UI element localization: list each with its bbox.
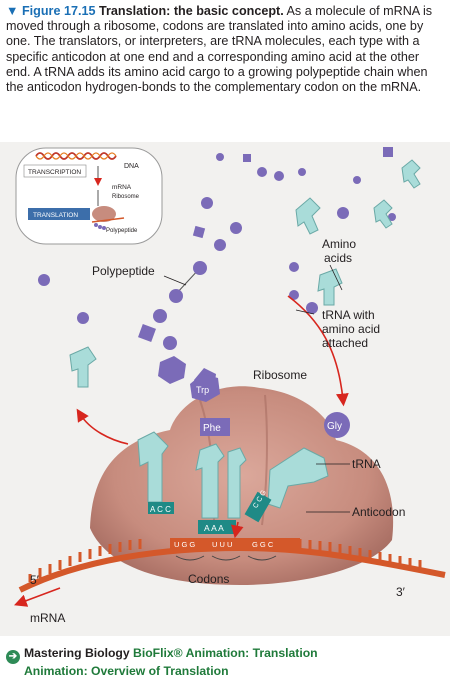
phe-label: Phe <box>203 423 221 434</box>
amino-acid <box>306 302 318 314</box>
amino-acid <box>337 207 349 219</box>
caption-body: As a molecule of mRNA is moved through a… <box>6 4 433 95</box>
amino-acid <box>216 153 224 161</box>
amino-acid <box>77 312 89 324</box>
amino-acid <box>243 154 251 162</box>
mrna-strand: U G G U U U G G C <box>18 538 446 593</box>
amino-acid <box>257 167 267 177</box>
mastering-brand: Mastering Biology <box>24 646 130 660</box>
trna-right: C C G Gly <box>244 412 350 523</box>
amino-acid <box>289 290 299 300</box>
trna-with-label-3: attached <box>322 336 368 350</box>
trp-label: Trp <box>196 385 209 395</box>
bioflix-link[interactable]: ➔ Mastering Biology BioFlix® Animation: T… <box>6 646 318 664</box>
inset-translation-label: TRANSLATION <box>33 212 78 219</box>
gly-amino-acid <box>324 412 350 438</box>
trna-middle: A A A Trp Phe <box>190 374 247 534</box>
figure-title: Translation: the basic concept. <box>98 4 284 18</box>
amino-acid <box>289 262 299 272</box>
amino-acid <box>298 168 306 176</box>
bioflix-translation-link[interactable]: BioFlix® Animation: Translation <box>133 646 318 660</box>
overview-inset: DNA TRANSCRIPTION mRNA Ribosome TRANSLAT… <box>15 147 163 245</box>
trna-left: A C C <box>137 431 174 514</box>
anticodon-label: Anticodon <box>352 505 405 519</box>
amino-acids-label-2: acids <box>324 251 352 265</box>
codon-3: G G C <box>252 540 274 549</box>
trna-free <box>295 197 321 235</box>
polypeptide-label: Polypeptide <box>92 264 155 278</box>
amino-acid <box>274 171 284 181</box>
inset-mrna-label: mRNA <box>112 184 132 191</box>
figure-caption: ▼ Figure 17.15 Translation: the basic co… <box>6 4 442 95</box>
amino-acid <box>201 197 213 209</box>
polypeptide-chain <box>138 261 216 394</box>
anticodon-left: A C C <box>150 505 171 514</box>
inset-transcription-label: TRANSCRIPTION <box>28 169 81 176</box>
trna-exiting <box>69 346 97 388</box>
five-prime-label: 5′ <box>30 573 40 587</box>
amino-acid <box>388 213 396 221</box>
inset-dna-label: DNA <box>124 163 139 170</box>
three-prime-label: 3′ <box>396 585 406 599</box>
trna-free <box>373 199 393 229</box>
inset-ribosome-label: Ribosome <box>112 194 140 200</box>
amino-acid <box>230 222 242 234</box>
amino-acids-label-1: Amino <box>322 237 356 251</box>
trp-amino-acid <box>190 374 220 402</box>
codons-label: Codons <box>188 572 229 586</box>
mrna-label: mRNA <box>30 611 65 625</box>
amino-acid <box>192 225 206 239</box>
anticodon-middle: A A A <box>204 523 224 533</box>
gly-label: Gly <box>327 421 342 432</box>
arrow-right-icon: ➔ <box>6 650 20 664</box>
ribosome <box>90 386 394 585</box>
ribosome-label: Ribosome <box>253 368 307 382</box>
amino-acid <box>214 239 226 251</box>
movement-arrows <box>14 295 349 607</box>
amino-acid <box>383 147 393 157</box>
trna-with-label-2: amino acid <box>322 322 380 336</box>
figure-label: ▼ Figure 17.15 <box>6 4 96 18</box>
trna-with-label-1: tRNA with <box>322 308 375 322</box>
overview-link[interactable]: Animation: Overview of Translation <box>24 664 229 678</box>
inset-polypeptide-label: Polypeptide <box>106 228 138 234</box>
mastering-biology-links: ➔ Mastering Biology BioFlix® Animation: T… <box>6 646 318 679</box>
trna-free <box>401 159 421 189</box>
codon-1: U G G <box>174 540 195 549</box>
amino-acid <box>38 274 50 286</box>
translation-diagram: DNA TRANSCRIPTION mRNA Ribosome TRANSLAT… <box>0 142 450 636</box>
trna-label: tRNA <box>352 457 381 471</box>
inset-ribosome <box>92 206 116 222</box>
codon-2: U U U <box>212 540 232 549</box>
free-amino-acids <box>38 147 396 324</box>
amino-acid <box>353 176 361 184</box>
